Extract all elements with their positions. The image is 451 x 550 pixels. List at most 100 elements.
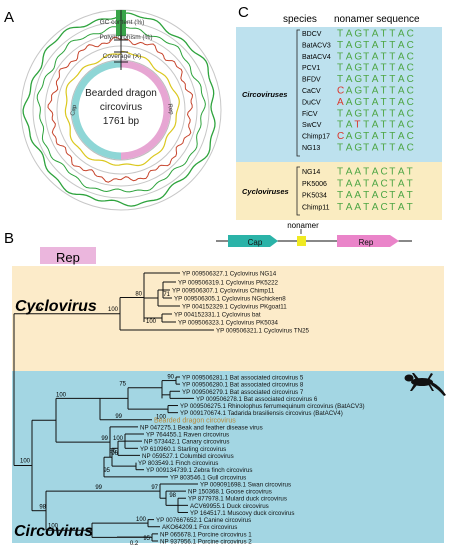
leaf-label: YP 009170674.1 Tadarida brasiliensis cir… [180,410,343,417]
nonamer-base: A [372,97,379,108]
highlight-leaf-label: Bearded dragon circovirus [154,417,236,424]
nonamer-base: C [407,51,414,62]
species-name: DuCV [302,99,321,106]
species-name: PK5006 [302,181,327,188]
bootstrap-value: 90 [167,375,174,381]
nonamer-base: A [346,202,353,213]
species-name: BDCV [302,31,322,38]
leaf-label: NP 573442.1 Canary circovirus [144,439,230,446]
bootstrap-value: 75 [119,382,126,388]
nonamer-base: G [354,74,362,85]
nonamer-base: T [363,29,369,40]
bootstrap-value: 98 [169,493,176,499]
nonamer-base: A [398,86,405,97]
nonamer-base: A [398,167,405,178]
nonamer-base: A [346,74,353,85]
bootstrap-value: 100 [48,523,59,529]
leaf-label: YP 009506319.1 Cyclovirus PK5222 [178,280,279,287]
leaf-label: YP 764455.1 Raven circovirus [146,432,229,439]
species-name: BatACV4 [302,54,331,61]
nonamer-base: A [346,131,353,142]
circoviruses-group-label: Circoviruses [242,90,287,99]
nonamer-base: T [381,74,387,85]
panel-c-letter: C [238,4,249,21]
bootstrap-value: 99 [101,436,108,442]
nonamer-base: A [354,178,361,189]
nonamer-base: A [398,63,405,74]
nonamer-base: C [407,120,414,131]
nonamer-base: A [372,86,379,97]
rep-orf-arrow [337,235,399,247]
coverage-label: Coverage (X) [103,53,142,60]
cycloviruses-box [236,162,442,220]
nonamer-base: T [363,143,369,154]
leaf-label: YP 009506321.1 Cyclovirus TN25 [216,328,310,335]
nonamer-base: A [372,143,379,154]
species-name: BatACV3 [302,42,331,49]
coverage-track [64,50,180,167]
leaf-label: YP 009506280.1 Bat associated circovirus… [182,382,304,389]
nonamer-base: T [363,108,369,119]
nonamer-base: T [381,131,387,142]
circoviruses-box [236,27,442,162]
species-name: CaCV [302,88,321,95]
nonamer-base: A [346,29,353,40]
nonamer-base: C [407,40,414,51]
species-name: Chimp11 [302,204,330,211]
nonamer-base: T [337,108,343,119]
bootstrap-value: 100 [56,392,67,398]
rep-gene-arc [120,60,171,160]
leaf-label: YP 004152331.1 Cyclovirus bat [174,312,261,319]
bootstrap-value: 100 [136,517,147,523]
nonamer-base: A [346,167,353,178]
nonamer-base: T [381,63,387,74]
nonamer-base: T [389,167,395,178]
nonamer-base: A [398,108,405,119]
nonamer-base: T [389,51,395,62]
species-name: Chimp17 [302,134,330,141]
nonamer-base: T [381,120,387,131]
leaf-label: ACV69955.1 Duck circovirus [190,503,269,510]
nonamer-base: T [363,167,369,178]
panel-a: A GC content (%) Polymorphi [4,9,222,211]
nonamer-base: C [407,86,414,97]
bootstrap-value: 100 [108,307,119,313]
leaf-label: NP 059527.1 Columbid circovirus [142,453,234,460]
nonamer-base: T [363,40,369,51]
nonamer-base: C [407,108,414,119]
bootstrap-value: 98 [39,505,46,511]
bootstrap-value: 99 [35,307,42,313]
nonamer-base: A [354,167,361,178]
nonamer-base: C [381,202,388,213]
nonamer-base: A [372,74,379,85]
nonamer-base: T [381,97,387,108]
rep-legend-box [40,247,96,264]
nonamer-base: T [389,202,395,213]
leaf-label: YP 007667652.1 Canine circovirus [156,517,251,524]
nonamer-column-header: nonamer sequence [334,14,420,25]
cap-gene-arc [71,60,122,160]
nonamer-base: A [346,108,353,119]
nonamer-base: G [354,29,362,40]
bootstrap-value: 100 [146,319,157,325]
nonamer-base: A [372,29,379,40]
nonamer-base: A [346,190,353,201]
nonamer-base: T [337,167,343,178]
nonamer-base: C [407,63,414,74]
leaf-label: NP 065678.1 Porcine circovirus 1 [160,531,252,538]
panel-c: C species nonamer sequence Circoviruses … [216,4,442,247]
bootstrap-value: 100 [113,436,124,442]
nonamer-base: G [354,97,362,108]
nonamer-base: T [363,51,369,62]
nonamer-base: A [398,202,405,213]
nonamer-base: T [389,29,395,40]
bootstrap-value: 97 [151,485,158,491]
nonamer-base: T [407,167,413,178]
genome-name-line2: circovirus [100,102,142,113]
bootstrap-value: 95 [143,536,150,542]
species-name: BFDV [302,77,321,84]
panel-b: B Rep Cyclovirus Circovirus YP 009506327… [4,230,446,547]
leaf-label: YP 004152329.1 Cyclovirus PKgoat11 [182,304,287,311]
